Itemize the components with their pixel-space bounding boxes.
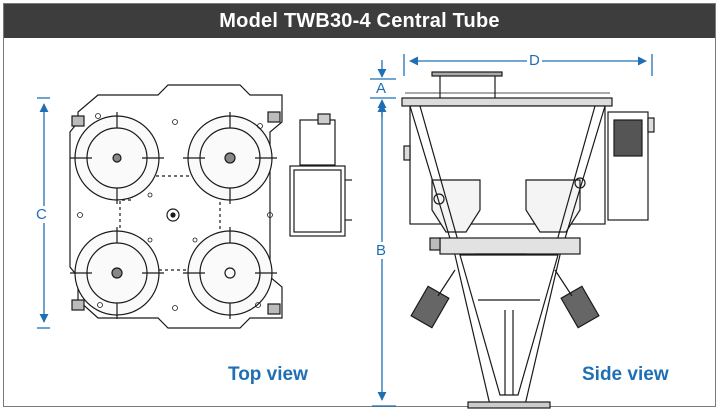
hopper-bottom-left (70, 227, 164, 319)
side-view-label: Side view (582, 364, 669, 385)
dimension-a-label: A (374, 80, 389, 97)
side-view-motor-left (410, 269, 456, 329)
hopper-top-left (70, 112, 164, 204)
top-view-drawing (69, 84, 352, 329)
clamp-top-left (71, 115, 85, 127)
hopper-bottom-right (183, 227, 277, 319)
figure-title: Model TWB30-4 Central Tube (4, 4, 715, 38)
center-fitting (166, 208, 180, 222)
side-view-base (467, 401, 551, 409)
side-view-hopper-right (525, 179, 581, 233)
clamp-bottom-right (267, 303, 281, 315)
dimension-b-label: B (374, 242, 389, 259)
dimension-d-label: D (527, 52, 542, 69)
top-view-label: Top view (228, 364, 308, 385)
clamp-top-right (267, 111, 281, 123)
hopper-top-right (183, 112, 277, 204)
bolt-holes (77, 113, 273, 311)
side-view-top-rim (401, 97, 613, 107)
side-view-motor-right (554, 269, 600, 329)
top-view-control-box (299, 119, 336, 166)
side-view-drawing (401, 71, 655, 409)
dimension-c-label: C (34, 206, 49, 223)
side-view-lower-cone (459, 254, 559, 396)
side-view-manifold (439, 237, 581, 255)
clamp-bottom-left (71, 299, 85, 311)
